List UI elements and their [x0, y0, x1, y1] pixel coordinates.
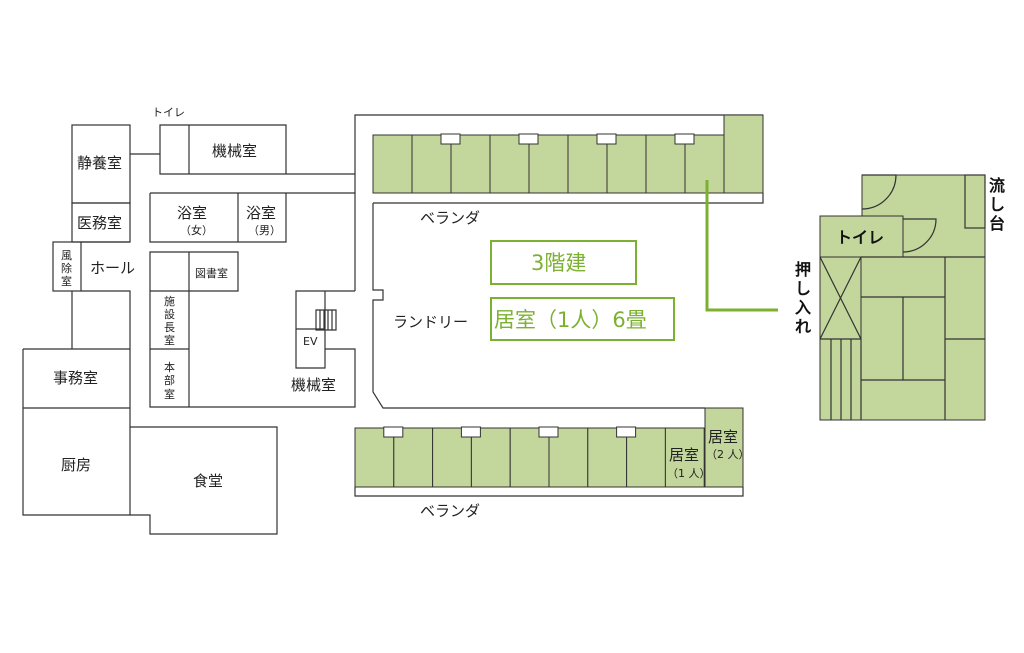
sink-label-1: 流 [989, 176, 1005, 195]
label-rest-room: 静養室 [77, 154, 122, 172]
veranda-room [587, 427, 628, 488]
label-bath-f-sub: （女） [180, 223, 213, 237]
label-kitchen: 厨房 [61, 456, 91, 474]
label-director-4: 室 [164, 333, 175, 347]
label-toilet-top: トイレ [152, 106, 185, 119]
veranda-room [372, 134, 413, 194]
veranda-room [509, 427, 550, 488]
notch [460, 426, 481, 438]
room-type-box [490, 297, 675, 341]
label-windbreak-2: 除 [61, 261, 72, 275]
label-single-room-sub: （1 人） [667, 467, 711, 480]
label-bath-m: 浴室 [246, 204, 276, 222]
unit-toilet-label: トイレ [836, 228, 884, 247]
notch [538, 426, 559, 438]
label-machine-room-top: 機械室 [212, 142, 257, 160]
left-building-walls [22, 114, 764, 535]
closet-label-4: れ [795, 317, 811, 336]
closet-label-3: 入 [795, 298, 811, 317]
label-bath-m-sub: （男） [248, 224, 281, 237]
label-hq-1: 本 [164, 360, 175, 374]
label-machine-room-bottom: 機械室 [291, 376, 336, 394]
label-veranda-bottom: ベランダ [420, 502, 480, 520]
double-room [704, 407, 744, 488]
floors-text: 3階建 [531, 251, 586, 275]
label-hall: ホール [90, 259, 135, 277]
veranda-room [470, 427, 511, 488]
notch [596, 133, 617, 145]
veranda-room [393, 427, 434, 488]
top-veranda-rooms [372, 133, 725, 194]
label-hq-3: 室 [164, 387, 175, 401]
notch [616, 426, 637, 438]
label-single-room: 居室 [669, 446, 699, 464]
label-hq-2: 部 [164, 373, 175, 387]
label-dining: 食堂 [193, 472, 223, 490]
windbreak-room [52, 241, 82, 292]
veranda-room [606, 134, 647, 194]
label-library: 図書室 [195, 266, 228, 280]
label-laundry: ランドリー [393, 313, 468, 331]
label-double-room: 居室 [708, 428, 738, 446]
sink [964, 174, 986, 229]
veranda-room [626, 427, 666, 488]
label-director-1: 施 [164, 295, 175, 308]
label-ev: EV [303, 335, 318, 348]
closet-label-2: し [795, 279, 811, 298]
label-windbreak-3: 室 [61, 274, 72, 288]
leader-line [705, 180, 778, 312]
notch [674, 133, 695, 145]
notch [518, 133, 539, 145]
room-type-text: 居室（1人）6畳 [494, 308, 647, 332]
veranda-room [450, 134, 491, 194]
floors-box [490, 240, 637, 285]
unit-toilet [819, 215, 904, 258]
label-director-3: 長 [164, 321, 175, 334]
sink-label-2: し [989, 195, 1005, 214]
veranda-room [548, 427, 589, 488]
label-bath-f: 浴室 [177, 204, 207, 222]
label-office: 事務室 [53, 369, 98, 387]
notch [383, 426, 404, 438]
unit-detail [819, 174, 986, 421]
veranda-room [528, 134, 569, 194]
label-director-2: 設 [164, 307, 175, 321]
label-veranda-top: ベランダ [420, 209, 480, 227]
label-medical-room: 医務室 [77, 214, 122, 232]
closet-label-1: 押 [795, 260, 811, 279]
corner-room-top [723, 114, 764, 194]
sink-label-3: 台 [989, 214, 1005, 233]
veranda-room [684, 134, 725, 194]
veranda-room [664, 427, 705, 488]
label-windbreak-1: 風 [61, 249, 72, 262]
label-double-room-sub: （2 人） [706, 448, 750, 461]
bottom-veranda-rooms [354, 426, 705, 488]
notch [440, 133, 461, 145]
